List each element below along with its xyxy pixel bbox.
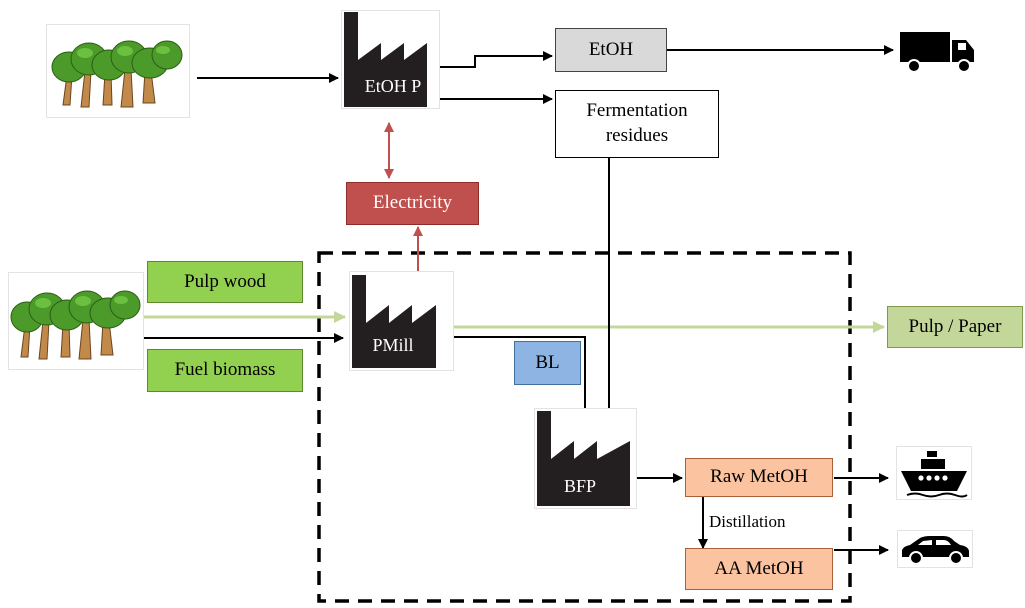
electricity-box: Electricity: [346, 182, 479, 225]
ship-icon: [901, 451, 968, 498]
arrow-etoh-plant-to-etoh: [426, 51, 553, 68]
forest-icon: [10, 290, 141, 360]
bfp-label: BFP: [563, 476, 597, 496]
etoh-box: EtOH: [555, 28, 667, 72]
fermentation-residues-box: Fermentation residues: [555, 90, 719, 158]
ship: [896, 446, 972, 500]
factory-icon: [344, 12, 427, 107]
factory-icon: [537, 411, 630, 506]
pulp-mill-label: PMill: [372, 335, 414, 355]
aa-metoh-box: AA MetOH: [685, 548, 833, 590]
pulp-wood-box: Pulp wood: [147, 261, 303, 303]
forest-icon: [51, 40, 183, 108]
truck: [898, 26, 978, 76]
distillation-label: Distillation: [709, 512, 786, 531]
raw-metoh-box: Raw MetOH: [685, 458, 833, 497]
truck-icon: [900, 32, 974, 73]
forest-top: [46, 24, 190, 118]
black-liquor-box: BL: [514, 341, 581, 385]
etoh-plant-label: EtOH P: [364, 76, 422, 96]
car-icon: [902, 536, 969, 565]
etoh-plant: EtOH P: [341, 10, 440, 109]
bfp-plant: BFP: [534, 408, 637, 509]
fuel-biomass-box: Fuel biomass: [147, 349, 303, 392]
car: [897, 530, 973, 568]
forest-bottom: [8, 272, 144, 370]
pulp-mill: PMill: [349, 271, 454, 371]
system-boundary: [317, 251, 852, 603]
factory-icon: [352, 275, 436, 368]
pulp-paper-box: Pulp / Paper: [887, 306, 1023, 348]
